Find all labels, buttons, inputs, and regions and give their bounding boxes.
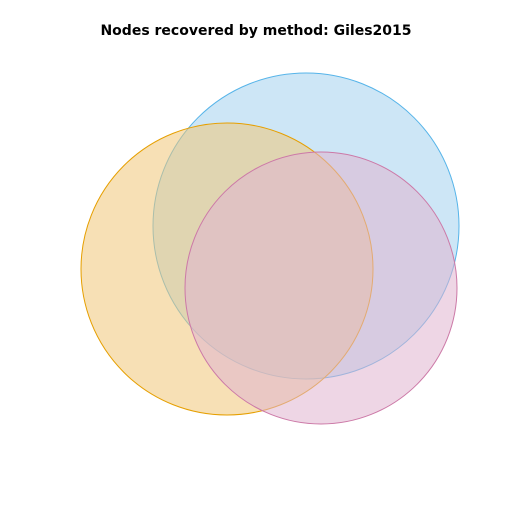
venn-circle-set-3	[184, 151, 458, 425]
chart-title: Nodes recovered by method: Giles2015	[100, 23, 412, 39]
